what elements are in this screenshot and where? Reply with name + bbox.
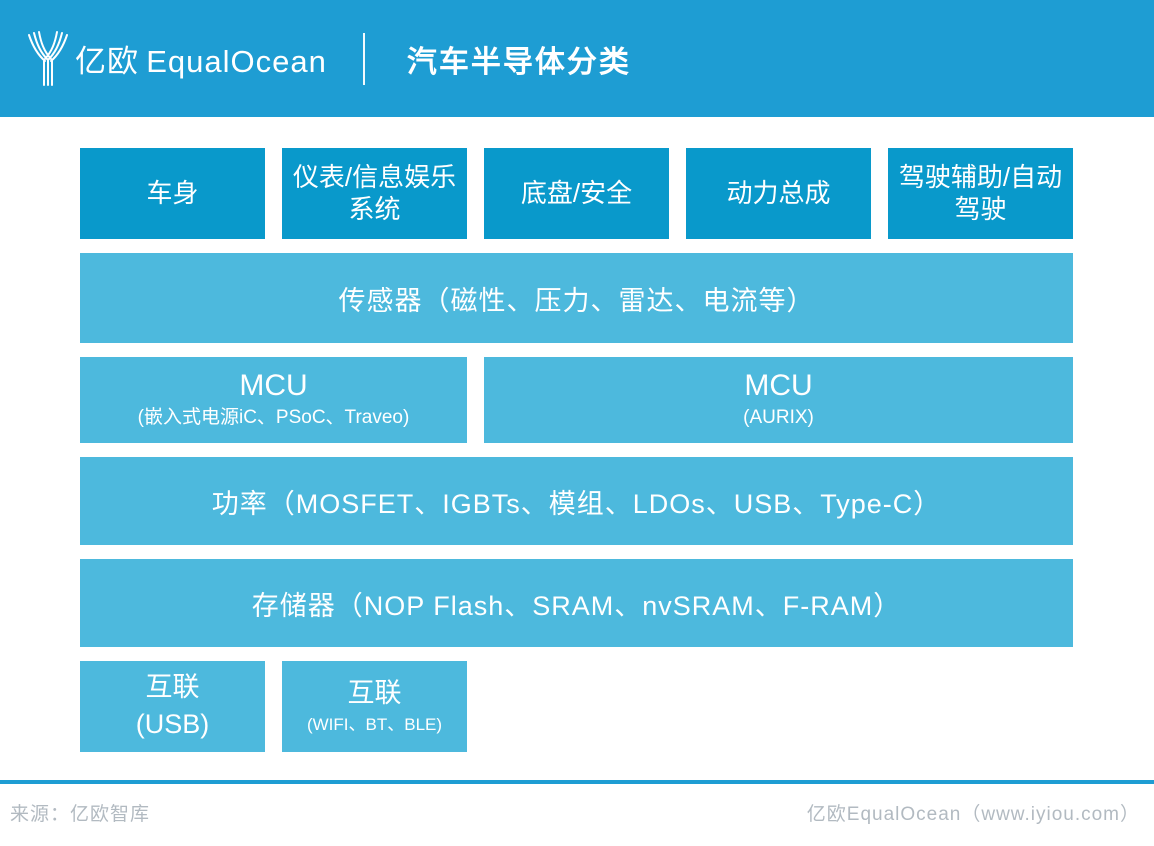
mcu-row: MCU (嵌入式电源iC、PSoC、Traveo) MCU (AURIX) [80,357,1073,443]
connect-left-subtitle: (USB) [135,708,210,739]
domain-row: 车身 仪表/信息娱乐系统 底盘/安全 动力总成 驾驶辅助/自动驾驶 [80,148,1073,239]
connectivity-row: 互联 (USB) 互联 (WIFI、BT、BLE) [80,661,1073,752]
node-adas: 驾驶辅助/自动驾驶 [888,148,1073,239]
mcu-left-title: MCU [239,369,308,403]
power-row: 功率（MOSFET、IGBTs、模组、LDOs、USB、Type-C） [80,457,1073,545]
node-connectivity-wireless: 互联 (WIFI、BT、BLE) [282,661,467,752]
mcu-left-subtitle: (嵌入式电源iC、PSoC、Traveo) [137,406,410,428]
brand-logo-text-en: EqualOcean [146,44,327,79]
footer-brand: 亿欧EqualOcean（www.iyiou.com） [806,804,1140,825]
node-body: 车身 [80,148,265,239]
classification-diagram: 车身 仪表/信息娱乐系统 底盘/安全 动力总成 驾驶辅助/自动驾驶 传感器（磁性… [0,117,1154,780]
node-chassis-safety: 底盘/安全 [484,148,669,239]
node-mcu-aurix: MCU (AURIX) [484,357,1073,443]
header-divider [362,32,365,85]
mcu-right-subtitle: (AURIX) [743,406,814,428]
footer-source: 来源：亿欧智库 [10,804,151,825]
node-memory: 存储器（NOP Flash、SRAM、nvSRAM、F-RAM） [80,559,1073,647]
mcu-right-title: MCU [744,369,813,403]
node-power: 功率（MOSFET、IGBTs、模组、LDOs、USB、Type-C） [80,457,1073,545]
brand-logo-text-zh: 亿欧 [75,44,139,79]
node-sensor: 传感器（磁性、压力、雷达、电流等） [80,253,1073,343]
node-mcu-embedded: MCU (嵌入式电源iC、PSoC、Traveo) [80,357,467,443]
node-connectivity-usb: 互联 (USB) [80,661,265,752]
footer-bar: 来源：亿欧智库 亿欧EqualOcean（www.iyiou.com） [0,780,1154,846]
sensor-row: 传感器（磁性、压力、雷达、电流等） [80,253,1073,343]
memory-row: 存储器（NOP Flash、SRAM、nvSRAM、F-RAM） [80,559,1073,647]
equalocean-logo-icon [28,30,68,86]
connect-left-title: 互联 [145,672,200,703]
node-instrument-infotainment: 仪表/信息娱乐系统 [282,148,467,239]
brand-logo-text: 亿欧 EqualOcean [75,36,327,81]
connect-right-title: 互联 [347,678,402,709]
node-powertrain: 动力总成 [686,148,871,239]
connect-right-subtitle: (WIFI、BT、BLE) [306,714,443,734]
header-bar: 亿欧 EqualOcean 汽车半导体分类 [0,0,1154,117]
page-title: 汽车半导体分类 [406,45,631,79]
brand-logo: 亿欧 EqualOcean [25,30,327,88]
